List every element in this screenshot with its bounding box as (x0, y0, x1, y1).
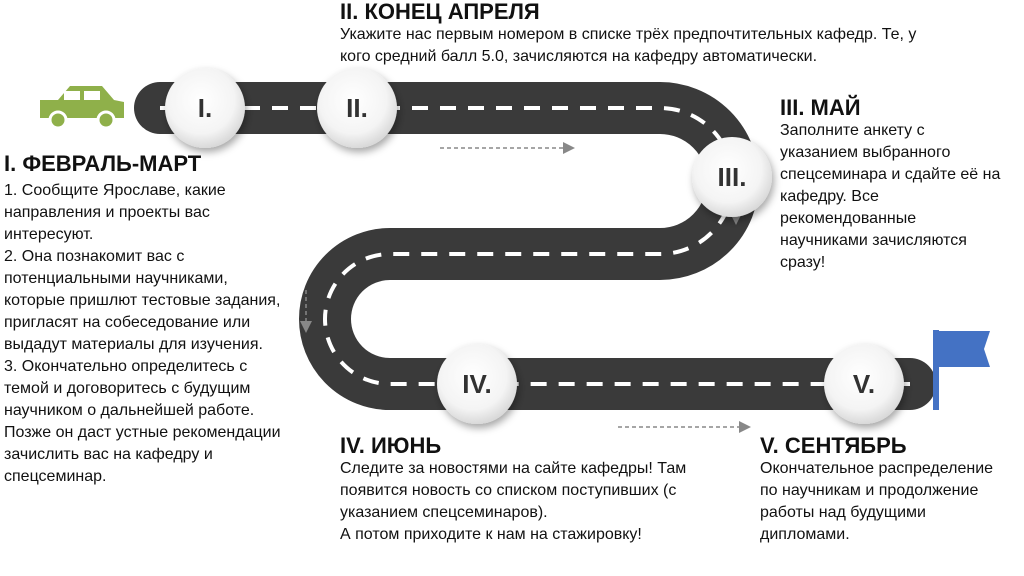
stage-4-body: Следите за новостями на сайте кафедры! Т… (340, 460, 687, 543)
stage-1-title: I. ФЕВРАЛЬ-МАРТ (4, 151, 202, 176)
stage-1-block: I. ФЕВРАЛЬ-МАРТ 1. Сообщите Ярославе, ка… (4, 152, 324, 488)
road (134, 82, 936, 410)
car-icon (40, 86, 124, 130)
flag-icon (933, 330, 990, 410)
stage-marker-label: II. (346, 93, 368, 123)
stage-2-title: II. КОНЕЦ АПРЕЛЯ (340, 0, 540, 24)
stage-4-block: IV. ИЮНЬ Следите за новостями на сайте к… (340, 434, 740, 546)
stage-marker-label: I. (198, 93, 212, 123)
stage-2-block: II. КОНЕЦ АПРЕЛЯ Укажите нас первым номе… (340, 0, 1000, 68)
stage-3-title: III. МАЙ (780, 95, 861, 120)
stage-2-body: Укажите нас первым номером в списке трёх… (340, 26, 917, 65)
stage-1-body: 1. Сообщите Ярославе, какие направления … (4, 182, 281, 485)
stage-5-block: V. СЕНТЯБРЬ Окончательное распределение … (760, 434, 1020, 546)
stage-marker-3: III. (692, 137, 772, 217)
stage-marker-1: I. (165, 68, 245, 148)
stage-marker-label: IV. (462, 369, 491, 399)
stage-marker-5: V. (824, 344, 904, 424)
stage-5-body: Окончательное распределение по научникам… (760, 460, 994, 543)
stage-marker-2: II. (317, 68, 397, 148)
stage-marker-label: III. (718, 162, 747, 192)
stage-5-title: V. СЕНТЯБРЬ (760, 433, 907, 458)
road-lane-dashes (160, 106, 910, 386)
stage-3-body: Заполните анкету с указанием выбранного … (780, 122, 1001, 271)
stage-marker-label: V. (853, 369, 875, 399)
stage-4-title: IV. ИЮНЬ (340, 433, 442, 458)
stage-marker-4: IV. (437, 344, 517, 424)
stage-3-block: III. МАЙ Заполните анкету с указанием вы… (780, 96, 1024, 274)
